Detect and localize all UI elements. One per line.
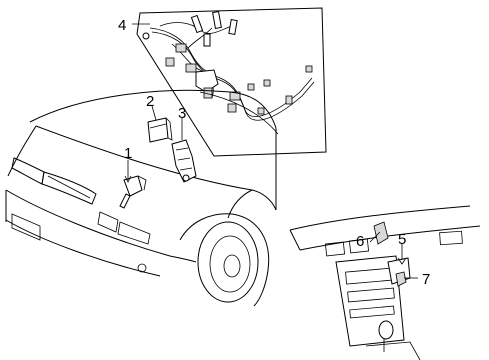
- interior-dash: [289, 205, 481, 360]
- callout-5: 5: [398, 231, 406, 248]
- harness-inset: [136, 7, 327, 157]
- vehicle-front: [5, 89, 279, 307]
- part-1-igniter: [119, 175, 147, 209]
- callout-labels: 1 2 3 4 5 6 7: [118, 17, 430, 288]
- callout-7: 7: [422, 271, 430, 288]
- callout-1: 1: [124, 145, 132, 162]
- part-2-module: [147, 117, 173, 143]
- callout-4: 4: [118, 17, 126, 34]
- callout-2: 2: [146, 93, 154, 110]
- leader-lines: [124, 23, 418, 279]
- callout-6: 6: [356, 233, 364, 250]
- callout-3: 3: [178, 105, 186, 122]
- part-3-coil-bracket: [171, 139, 197, 183]
